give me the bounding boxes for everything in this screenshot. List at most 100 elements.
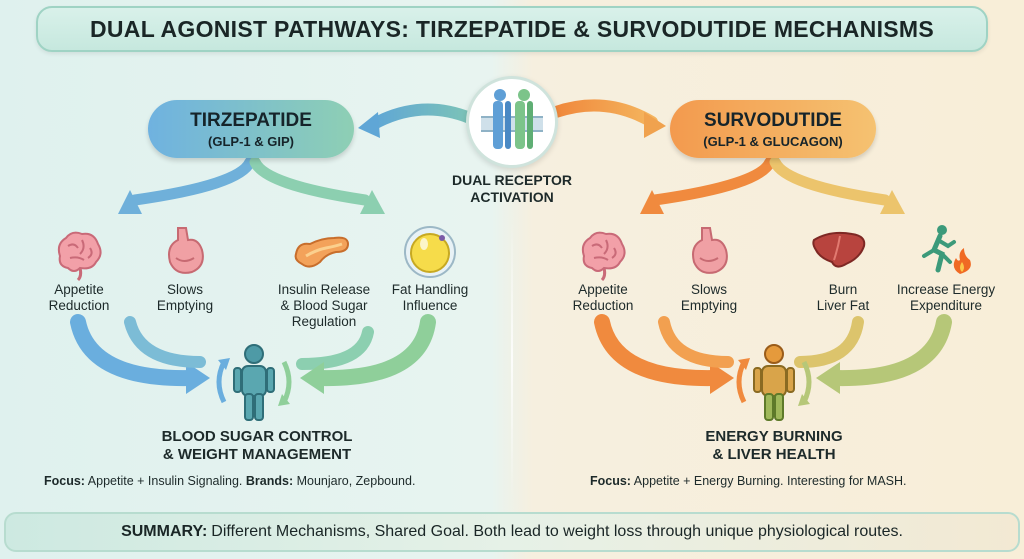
title-banner: DUAL AGONIST PATHWAYS: TIRZEPATIDE & SUR… [36,6,988,52]
right-label-4-line2: Expenditure [909,298,983,313]
fat-cell-icon [404,226,456,278]
left-brands-label: Brands: [245,474,294,488]
summary-banner: SUMMARY: Different Mechanisms, Shared Go… [4,512,1020,552]
arrow-left-converge-2 [124,316,206,368]
arrow-left-branch-a [129,156,256,206]
brain-icon [57,231,102,282]
tirzepatide-name: TIRZEPATIDE [190,109,312,131]
arrow-right-converge-2 [658,316,734,368]
receptor-circle [466,76,558,168]
dual-receptor-line2: ACTIVATION [470,189,554,205]
person-icon [736,344,812,421]
left-item-1 [50,226,106,282]
left-label-4-line1: Fat Handling [391,282,469,297]
arrowhead-right-converge-1 [710,362,734,394]
left-outcome-line2: & WEIGHT MANAGEMENT [162,446,352,463]
left-outcome-title: BLOOD SUGAR CONTROL & WEIGHT MANAGEMENT [140,428,374,464]
right-item-3 [810,224,866,280]
arrowhead-right-converge-4 [816,362,840,394]
left-outcome-figure [212,340,296,424]
page-title: DUAL AGONIST PATHWAYS: TIRZEPATIDE & SUR… [89,15,935,42]
arrow-left-converge-4 [312,314,436,387]
brain-icon [581,231,626,282]
left-focus-note: Focus: Appetite + Insulin Signaling. Bra… [44,474,415,488]
person-icon [216,344,292,421]
pancreas-icon [294,236,350,268]
left-label-2: Slows Emptying [142,282,228,314]
arrowhead-left-branch-a [118,190,142,214]
dual-receptor-label: DUAL RECEPTOR ACTIVATION [432,172,592,206]
center-divider [511,220,513,500]
right-label-4: Increase Energy Expenditure [884,282,1008,314]
stomach-icon [692,227,728,274]
right-outcome-figure [732,340,816,424]
receptor-icon [481,89,543,149]
arrow-right-branch-a [649,156,776,206]
right-outcome-line1: ENERGY BURNING [705,428,843,445]
liver-icon [812,231,866,268]
arrow-left-branch-b [249,156,371,206]
arrowhead-center-to-right [644,112,666,138]
right-outcome-title: ENERGY BURNING & LIVER HEALTH [664,428,884,464]
arrow-left-converge-3 [296,326,374,370]
left-label-1-line1: Appetite [54,282,104,297]
tirzepatide-pill: TIRZEPATIDE (GLP-1 & GIP) [148,100,354,158]
right-item-2 [680,224,736,280]
right-focus-note: Focus: Appetite + Energy Burning. Intere… [590,474,907,488]
right-label-1-line1: Appetite [578,282,628,297]
left-outcome-line1: BLOOD SUGAR CONTROL [161,428,353,445]
left-label-3: Insulin Release & Blood Sugar Regulation [266,282,382,330]
right-label-3: Burn Liver Fat [800,282,886,314]
left-label-2-line2: Emptying [156,298,214,313]
left-label-1: Appetite Reduction [36,282,122,314]
left-label-4: Fat Handling Influence [380,282,480,314]
arrowhead-right-branch-b [880,190,905,214]
survodutide-subtitle: (GLP-1 & GLUCAGON) [703,133,843,149]
left-item-3 [292,224,350,280]
arrow-center-to-left [366,103,476,131]
arrowhead-left-branch-b [360,190,385,214]
left-focus-text: Appetite + Insulin Signaling. [87,474,243,488]
left-brands-text: Mounjaro, Zepbound. [296,474,416,488]
arrowhead-left-converge-1 [186,362,210,394]
left-label-4-line2: Influence [402,298,458,313]
right-outcome-line2: & LIVER HEALTH [712,446,836,463]
arrowhead-right-branch-a [640,190,664,214]
right-label-3-line2: Liver Fat [816,298,870,313]
left-focus-label: Focus: [44,474,85,488]
right-label-2-line1: Slows [690,282,727,297]
right-label-2: Slows Emptying [666,282,752,314]
stomach-icon [168,227,204,274]
summary-text: Different Mechanisms, Shared Goal. Both … [211,523,903,540]
right-focus-text: Appetite + Energy Burning. Interesting f… [633,474,907,488]
survodutide-name: SURVODUTIDE [704,109,842,131]
left-label-3-line2: & Blood Sugar [280,298,368,313]
right-label-3-line1: Burn [828,282,858,297]
arrowhead-center-to-left [358,112,380,138]
arrow-right-branch-b [769,156,891,206]
right-label-2-line2: Emptying [680,298,738,313]
right-item-4 [918,222,974,278]
right-item-1 [574,226,630,282]
right-label-1-line2: Reduction [572,298,634,313]
survodutide-pill: SURVODUTIDE (GLP-1 & GLUCAGON) [670,100,876,158]
left-label-1-line2: Reduction [48,298,110,313]
arrow-center-to-right [550,99,658,128]
dual-receptor-line1: DUAL RECEPTOR [451,172,573,188]
arrow-right-converge-4 [828,314,952,387]
arrow-left-converge-1 [70,314,198,387]
summary-label: SUMMARY: [121,523,208,540]
tirzepatide-subtitle: (GLP-1 & GIP) [208,133,294,149]
arrow-right-converge-1 [594,314,722,387]
left-label-3-line1: Insulin Release [277,282,371,297]
arrow-right-converge-3 [794,316,864,368]
right-label-1: Appetite Reduction [560,282,646,314]
running-fire-icon [922,225,971,274]
right-label-4-line1: Increase Energy [896,282,996,297]
arrowhead-left-converge-4 [300,362,324,394]
left-item-2 [156,224,212,280]
left-item-4 [402,224,458,280]
left-label-2-line1: Slows [166,282,203,297]
left-label-3-line3: Regulation [291,314,357,329]
